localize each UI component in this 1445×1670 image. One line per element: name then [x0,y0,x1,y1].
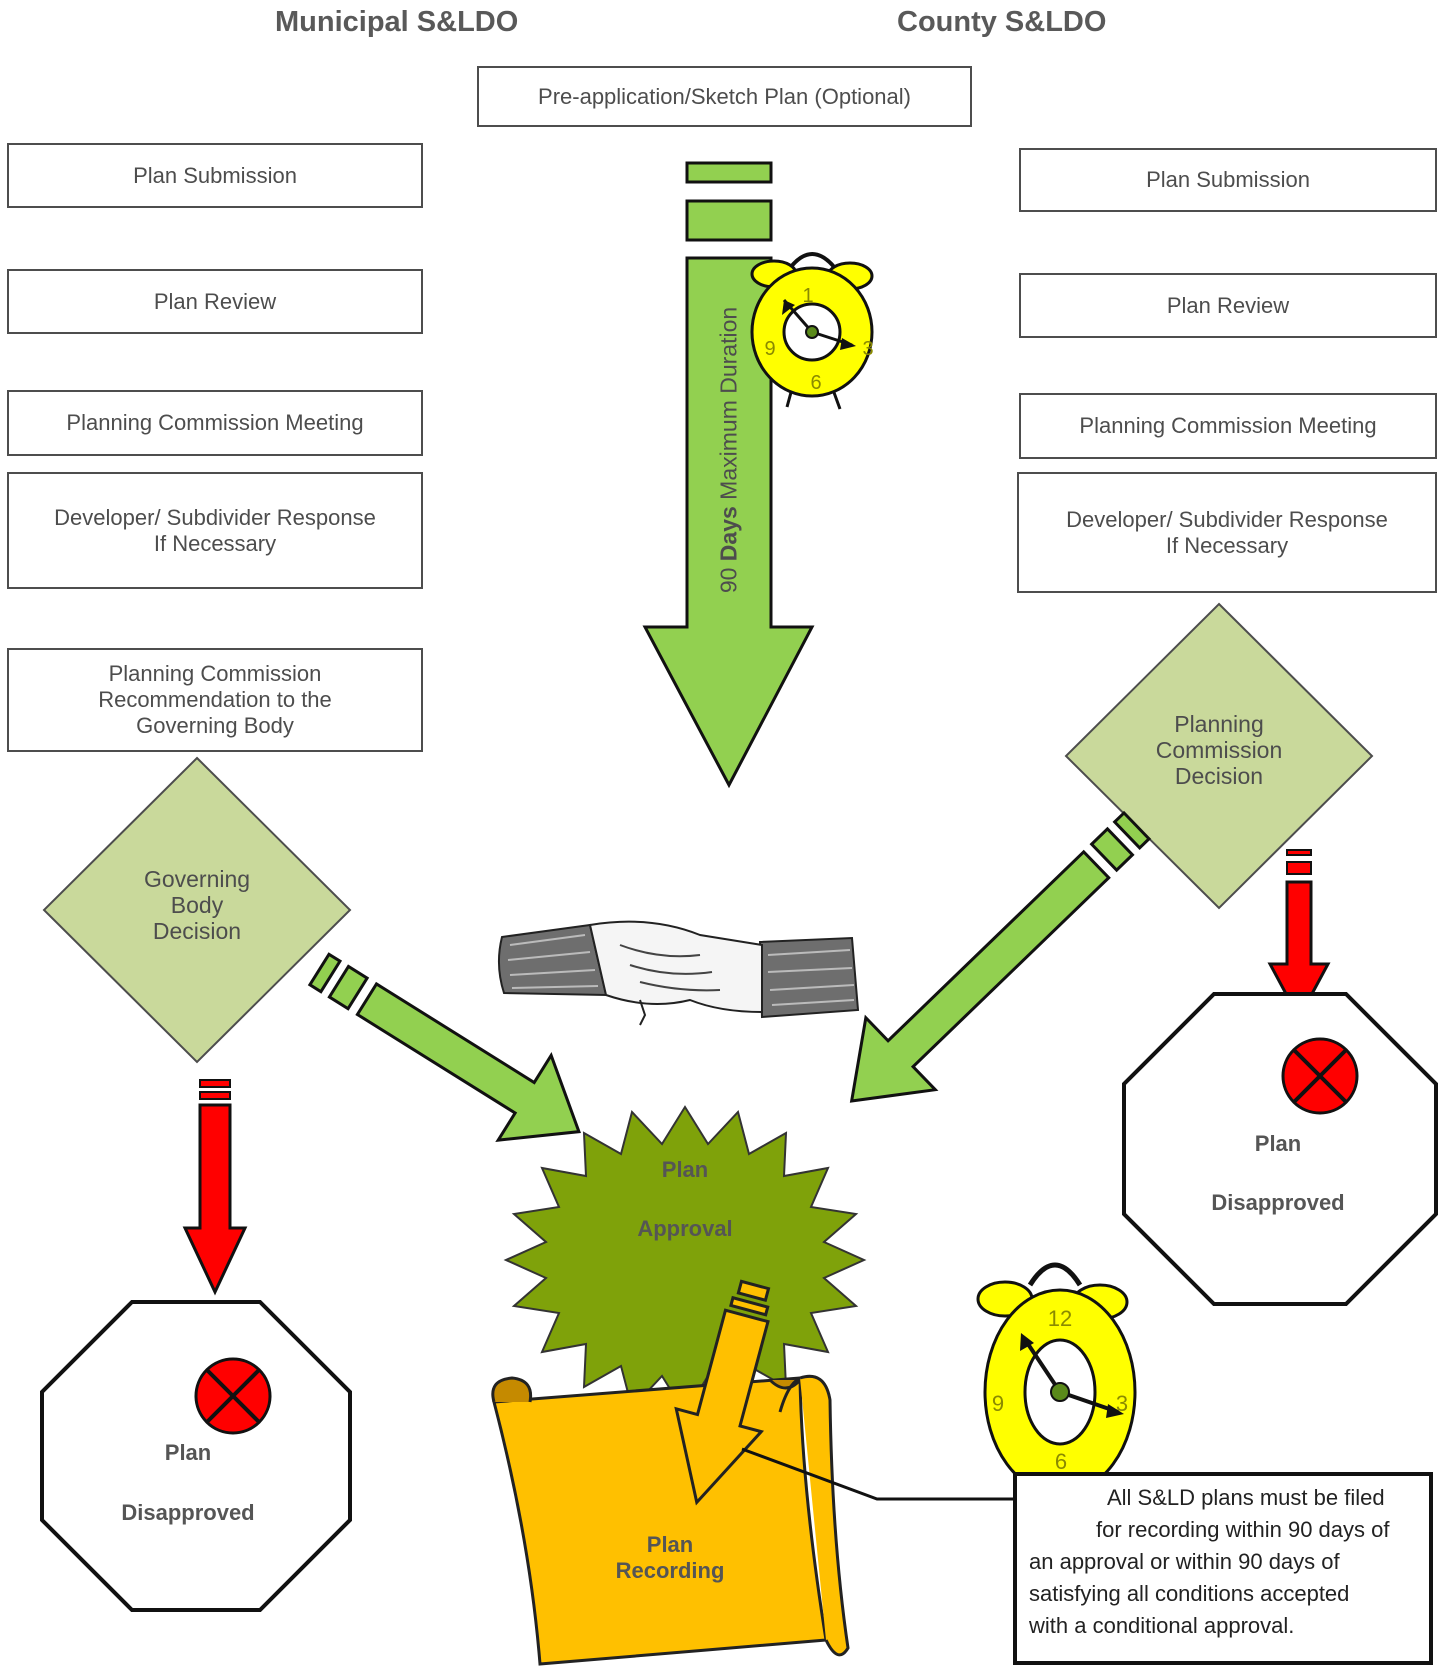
duration-number: 90 [715,567,742,594]
county-submission-label: Plan Submission [1146,167,1310,192]
municipal-response-box: Developer/ Subdivider Response If Necess… [7,472,423,589]
county-reject-icon [1281,1037,1359,1115]
county-approval-arrow [849,810,1152,1103]
county-submission-box: Plan Submission [1019,148,1437,212]
municipal-submission-label: Plan Submission [133,162,297,188]
small-clock-numeral-3: 3 [862,338,874,360]
duration-days: Days [715,506,742,562]
county-heading: County S&LDO [897,6,1107,38]
plan-approval-starburst [503,1105,867,1415]
large-alarm-clock-icon [976,1262,1137,1525]
municipal-disapproved-line2: Disapproved [121,1500,255,1525]
municipal-recommendation-label: Planning Commission Recommendation to th… [98,661,332,738]
county-disapproval-arrow [1267,849,1331,1022]
plan-recording-scroll [491,1374,850,1666]
note-line: for recording within 90 days of [1096,1517,1390,1542]
municipal-meeting-label: Planning Commission Meeting [66,410,364,435]
small-clock-numeral-6: 6 [810,372,822,394]
plan-recording-line1: Plan [646,1532,694,1557]
note-line: with a conditional approval. [1029,1613,1295,1638]
alarm-clock-icon [750,252,874,410]
preapplication-label: Pre-application/Sketch Plan (Optional) [538,83,911,109]
county-disapproved-line1: Plan [1254,1131,1302,1156]
municipal-disapproval-arrow [182,1079,248,1296]
county-response-box: Developer/ Subdivider Response If Necess… [1017,472,1437,593]
county-review-label: Plan Review [1166,292,1290,318]
note-line: an approval or within 90 days of [1029,1549,1340,1574]
governing-body-decision-label: Governing Body Decision [143,866,251,944]
county-response-label: Developer/ Subdivider Response If Necess… [1066,506,1388,558]
county-meeting-label: Planning Commission Meeting [1079,413,1377,438]
note-line: All S&LD plans must be filed [1107,1485,1385,1510]
county-review-box: Plan Review [1019,273,1437,338]
county-meeting-box: Planning Commission Meeting [1019,393,1437,459]
large-clock-numeral-6: 6 [1054,1449,1068,1474]
planning-commission-decision-label: Planning Commission Decision [1155,711,1283,789]
recording-arrow [674,1279,771,1506]
plan-approval-line2: Approval [637,1216,733,1241]
municipal-disapproved-line1: Plan [164,1440,212,1465]
municipal-review-box: Plan Review [7,269,423,334]
governing-body-decision-diamond [42,756,352,1064]
note-line: satisfying all conditions accepted [1029,1581,1350,1606]
municipal-reject-icon [194,1357,272,1435]
municipal-recommendation-box: Planning Commission Recommendation to th… [7,648,423,752]
large-clock-numeral-12: 12 [1047,1306,1073,1331]
handshake-icon [498,920,860,1026]
duration-rest: Maximum Duration [715,306,742,500]
recording-note-box: All S&LD plans must be filed for recordi… [1013,1472,1433,1665]
municipal-review-label: Plan Review [153,288,277,314]
plan-approval-line1: Plan [661,1157,709,1182]
county-disapproved-line2: Disapproved [1211,1190,1345,1215]
large-clock-numeral-3: 3 [1115,1391,1129,1416]
municipal-approval-arrow [307,952,582,1142]
municipal-submission-box: Plan Submission [7,143,423,208]
large-clock-numeral-9: 9 [991,1391,1005,1416]
municipal-response-label: Developer/ Subdivider Response If Necess… [54,504,376,556]
preapplication-box: Pre-application/Sketch Plan (Optional) [477,66,972,127]
note-connector-line [741,1447,1013,1501]
municipal-heading: Municipal S&LDO [275,6,519,38]
small-clock-numeral-1: 1 [802,285,814,307]
plan-recording-line2: Recording [615,1558,725,1583]
small-clock-numeral-9: 9 [764,338,776,360]
municipal-meeting-box: Planning Commission Meeting [7,390,423,456]
municipal-disapproved-octagon [40,1300,352,1612]
